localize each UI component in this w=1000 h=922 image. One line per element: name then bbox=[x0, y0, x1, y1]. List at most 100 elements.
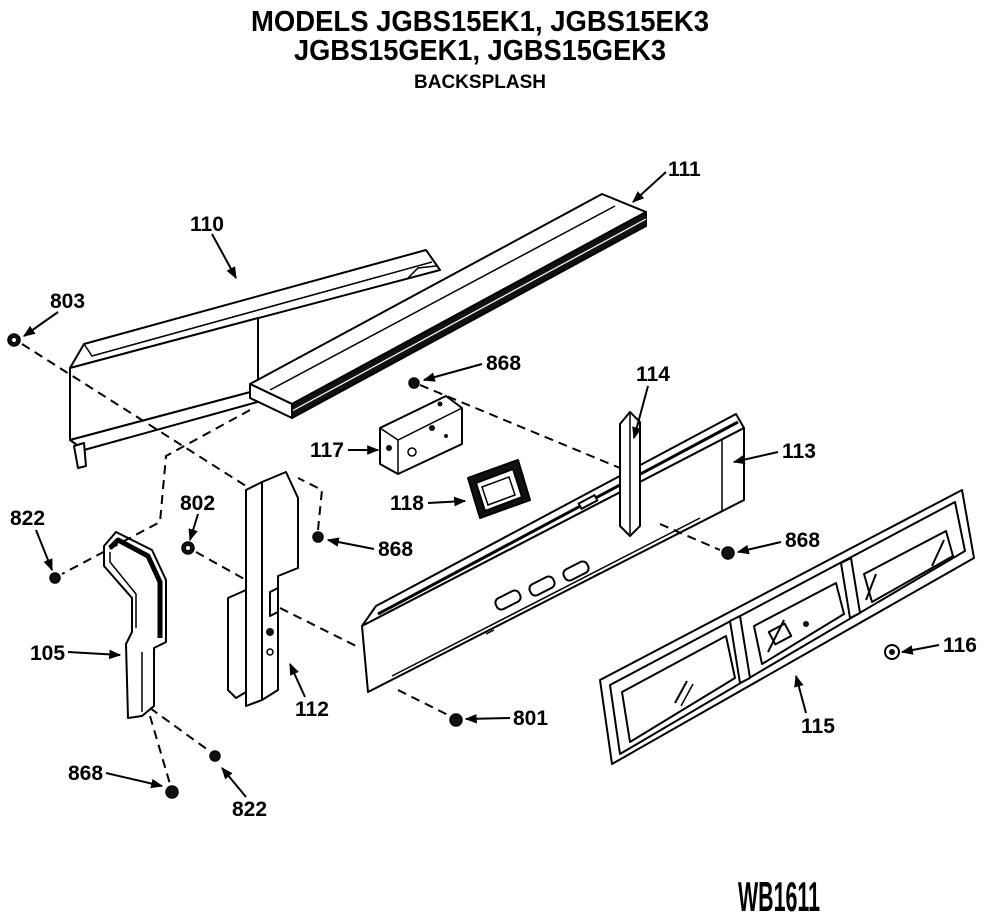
leader-113 bbox=[732, 451, 779, 465]
part-111 bbox=[249, 193, 647, 419]
leader-114 bbox=[632, 385, 649, 440]
callout-112: 112 bbox=[295, 698, 329, 721]
part-115-glint-right-1 bbox=[865, 573, 877, 601]
part-117-hole-1 bbox=[386, 445, 392, 451]
part-117-hole-2 bbox=[407, 447, 417, 457]
part-113-tick-1 bbox=[485, 629, 495, 635]
part-111-inner-line bbox=[269, 205, 616, 391]
callout-822-bottom: 822 bbox=[232, 798, 267, 821]
leader-868-top bbox=[422, 363, 483, 382]
callout-868-bottom-left: 868 bbox=[68, 762, 103, 785]
part-113 bbox=[361, 413, 745, 693]
part-112-hole-upper bbox=[266, 628, 274, 636]
screw-822-left bbox=[49, 572, 61, 584]
callout-115: 115 bbox=[801, 715, 835, 738]
dash-868-to-114 bbox=[419, 384, 621, 469]
leader-822-bottom bbox=[221, 767, 247, 798]
models-line-2: JGBS15GEK1, JGBS15GEK3 bbox=[294, 35, 666, 67]
part-115-window-left bbox=[621, 635, 736, 743]
screw-868-middle bbox=[312, 531, 324, 543]
models-line-1: MODELS JGBS15EK1, JGBS15EK3 bbox=[251, 6, 709, 38]
leader-801 bbox=[464, 713, 511, 724]
callout-802: 802 bbox=[180, 492, 215, 515]
part-111-strip-highlight bbox=[291, 218, 647, 412]
part-113-lower-ledge bbox=[391, 517, 701, 677]
part-110-top-lip bbox=[83, 261, 433, 357]
part-113-lip-edge bbox=[377, 420, 739, 616]
part-115-glint-left-1 bbox=[674, 680, 688, 704]
screw-868-right bbox=[721, 546, 735, 560]
callout-801: 801 bbox=[513, 707, 548, 730]
part-117-hole-3 bbox=[429, 425, 435, 431]
part-105-inner-edge bbox=[109, 552, 137, 628]
leader-118 bbox=[427, 496, 467, 507]
part-113-front-face bbox=[361, 427, 745, 693]
dash-113-to-868 bbox=[659, 523, 721, 551]
part-113-tick-2 bbox=[593, 572, 601, 577]
part-105-thick-edge bbox=[108, 537, 163, 638]
part-117 bbox=[379, 395, 463, 475]
part-118-opening bbox=[481, 476, 516, 506]
part-118 bbox=[467, 459, 531, 519]
part-113-window-1 bbox=[494, 589, 522, 611]
screw-868-bottom-left bbox=[165, 785, 179, 799]
callout-803: 803 bbox=[50, 290, 85, 313]
callout-118: 118 bbox=[390, 492, 424, 515]
part-110-top-face bbox=[69, 249, 441, 369]
part-105 bbox=[103, 531, 167, 719]
callout-105: 105 bbox=[30, 642, 65, 665]
part-113-slot bbox=[577, 494, 599, 510]
diagram-header: MODELS JGBS15EK1, JGBS15EK3 JGBS15GEK1, … bbox=[251, 6, 709, 93]
leader-105 bbox=[67, 649, 122, 660]
leader-803 bbox=[23, 311, 59, 337]
part-115-indicator-dot bbox=[803, 621, 809, 627]
part-110 bbox=[69, 249, 441, 469]
leader-115 bbox=[794, 674, 807, 714]
callout-110: 110 bbox=[190, 213, 224, 236]
reference-code: WB1611 bbox=[738, 873, 820, 920]
screw-803-center bbox=[12, 338, 16, 342]
part-117-hole-5 bbox=[437, 401, 443, 407]
part-113-window-2 bbox=[528, 575, 556, 597]
part-117-body bbox=[379, 395, 463, 475]
leader-112 bbox=[289, 662, 306, 698]
callout-111: 111 bbox=[668, 158, 701, 181]
leader-868-bottom-left bbox=[105, 772, 164, 789]
part-112-side-plate bbox=[261, 471, 299, 701]
callout-868-top: 868 bbox=[486, 352, 521, 375]
part-112 bbox=[227, 471, 299, 707]
part-110-tab bbox=[73, 442, 87, 469]
part-111-end-face bbox=[249, 383, 293, 419]
screw-868-top bbox=[408, 377, 420, 389]
dash-112-to-113 bbox=[279, 607, 361, 649]
part-115-glint-left-2 bbox=[680, 683, 694, 707]
leader-868-right bbox=[736, 541, 782, 555]
dash-105-to-868 bbox=[149, 715, 171, 785]
callout-117: 117 bbox=[310, 439, 344, 462]
fasteners bbox=[7, 333, 900, 799]
dash-111-to-822 bbox=[61, 409, 251, 575]
assembly-lines bbox=[21, 343, 721, 785]
leader-822-left bbox=[35, 529, 53, 572]
leader-868-middle bbox=[326, 537, 375, 550]
part-113-window-3 bbox=[562, 560, 590, 582]
part-115-divider-1 bbox=[729, 615, 751, 684]
screw-802-center bbox=[186, 546, 190, 550]
callout-116: 116 bbox=[943, 634, 977, 657]
dash-105-to-822 bbox=[149, 707, 209, 751]
callout-114: 114 bbox=[636, 363, 670, 386]
part-115-glint-right-2 bbox=[931, 539, 945, 567]
part-114 bbox=[619, 411, 641, 537]
part-115-knob-slash bbox=[767, 619, 785, 653]
screw-801 bbox=[449, 713, 463, 727]
part-112-tab bbox=[269, 587, 279, 617]
leader-116 bbox=[900, 644, 940, 655]
dash-113-to-801 bbox=[397, 689, 451, 717]
part-115 bbox=[599, 489, 975, 765]
leader-110 bbox=[211, 233, 237, 280]
part-110-notch bbox=[407, 265, 437, 279]
callout-822-left: 822 bbox=[10, 507, 45, 530]
callout-leaders bbox=[23, 171, 940, 798]
part-112-hole-lower bbox=[266, 648, 274, 656]
